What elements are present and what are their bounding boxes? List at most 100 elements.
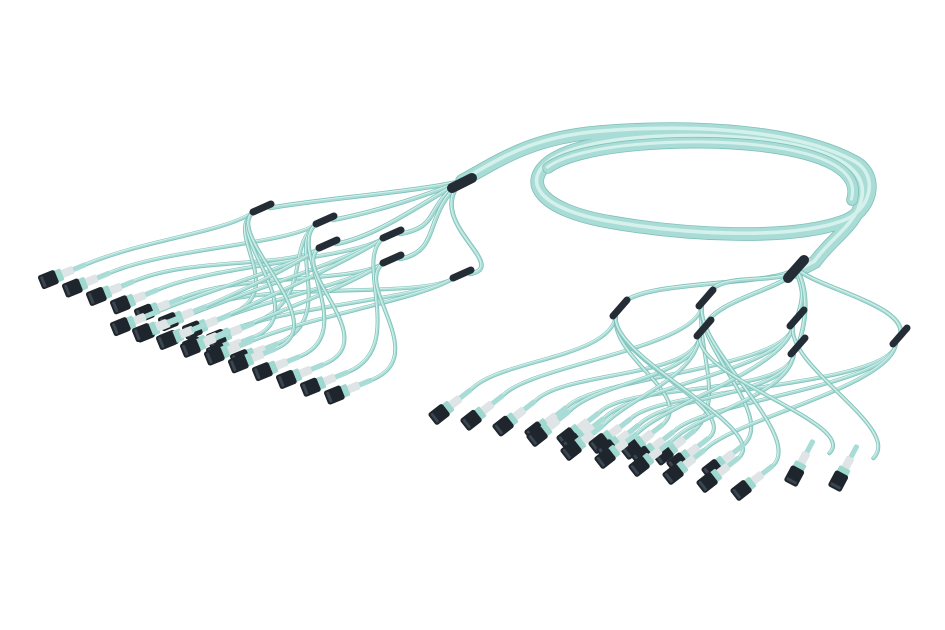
connector-band (101, 285, 113, 299)
connector-band (574, 436, 587, 450)
connector-strain-relief (333, 370, 349, 380)
connector-housing (628, 456, 650, 477)
connector-band (442, 400, 455, 414)
right-trunk-boot (783, 255, 809, 283)
connector-strain-relief (95, 270, 111, 281)
right-fiber-cable (704, 342, 898, 451)
right-fiber-cable-highlight (698, 334, 833, 453)
left-connector (227, 346, 277, 374)
left-connector (61, 270, 111, 298)
right-fiber-cable-highlight (673, 342, 896, 431)
left-connector (323, 377, 373, 405)
connector-boot (639, 430, 655, 444)
connector-strain-relief (691, 447, 707, 461)
right-branch-boot (693, 316, 715, 340)
connector-band (267, 360, 279, 374)
connector-band (291, 368, 303, 382)
left-connector (179, 331, 229, 358)
connector-strain-relief (660, 429, 676, 443)
left-branch-boot (249, 200, 275, 216)
boot-layer (249, 173, 911, 358)
left-connector (275, 362, 325, 389)
left-fiber-cable-highlight (247, 210, 294, 349)
connector-face (622, 447, 631, 458)
connector-boot (685, 443, 701, 458)
connector-face (664, 472, 673, 483)
right-fiber-cable-highlight (614, 314, 743, 457)
connector-band (676, 460, 689, 474)
connector-boot (249, 350, 265, 363)
connector-band (53, 268, 65, 282)
connector-face (206, 352, 213, 364)
left-branch-cable (268, 179, 464, 210)
connector-strain-relief (725, 455, 741, 469)
left-connector (37, 262, 87, 290)
connector-strain-relief (589, 423, 605, 437)
right-fiber-cable (670, 352, 796, 443)
connector-face (430, 412, 439, 423)
connector-face (630, 464, 639, 475)
connector-boot (671, 435, 687, 450)
right-connector (492, 399, 537, 437)
connector-strain-relief (143, 309, 159, 320)
left-connector (133, 296, 183, 323)
connector-boot (59, 266, 75, 279)
left-fiber-cable (109, 222, 319, 274)
connector-housing (526, 426, 548, 447)
connector-strain-relief (623, 431, 639, 445)
cable-layer (84, 122, 903, 468)
left-connector (251, 354, 301, 382)
right-connector (784, 439, 816, 487)
trunk-cable-highlight (459, 126, 872, 273)
left-connector (85, 279, 135, 306)
connector-band (195, 337, 207, 351)
connector-boot (607, 424, 623, 438)
connector-face (830, 482, 841, 490)
left-fiber-cable (251, 276, 456, 342)
connector-face (158, 337, 165, 348)
right-branch-boot (787, 334, 809, 358)
trunk-cable-inner-loop-highlight (545, 140, 855, 201)
right-branch-boot (889, 324, 911, 348)
connector-housing (730, 480, 752, 501)
left-fiber-cable-highlight (299, 222, 325, 356)
connector-boot (273, 358, 289, 371)
connector-boot (647, 447, 663, 461)
right-fiber-cable-highlight (502, 304, 702, 395)
connector-band (125, 315, 137, 329)
right-connector (594, 431, 639, 469)
connector-boot (345, 381, 361, 394)
connector-band (710, 468, 723, 482)
connector-strain-relief (261, 346, 277, 357)
right-fiber-cable (636, 324, 795, 435)
connector-housing (696, 472, 718, 493)
connector-face (88, 293, 95, 304)
right-fiber-cable-highlight (670, 352, 794, 441)
connector-band (315, 376, 327, 390)
connector-strain-relief (165, 315, 181, 326)
connector-band (474, 406, 487, 420)
left-branch-boot (379, 251, 405, 267)
right-fiber-cable-highlight (470, 314, 616, 389)
right-branch-boot (609, 296, 631, 320)
right-fiber-cable-highlight (566, 324, 793, 407)
right-fiber-cable-highlight (638, 352, 794, 425)
connector-boot (650, 437, 666, 451)
connector-strain-relief (555, 409, 571, 423)
connector-housing (662, 464, 684, 485)
right-fiber-cable-highlight (636, 324, 793, 433)
connector-strain-relief (71, 262, 87, 273)
right-connector (460, 393, 505, 431)
connector-face (40, 276, 47, 288)
right-connector (662, 447, 707, 485)
connector-boot (225, 342, 241, 355)
connector-strain-relief (695, 436, 711, 449)
left-fiber-cable-highlight (157, 236, 384, 290)
connector-boot (543, 412, 559, 427)
connector-housing (460, 409, 482, 431)
right-fiber-cable (470, 314, 618, 391)
connector-band (634, 435, 647, 449)
connector-housing (560, 440, 582, 461)
connector-band (77, 277, 89, 291)
